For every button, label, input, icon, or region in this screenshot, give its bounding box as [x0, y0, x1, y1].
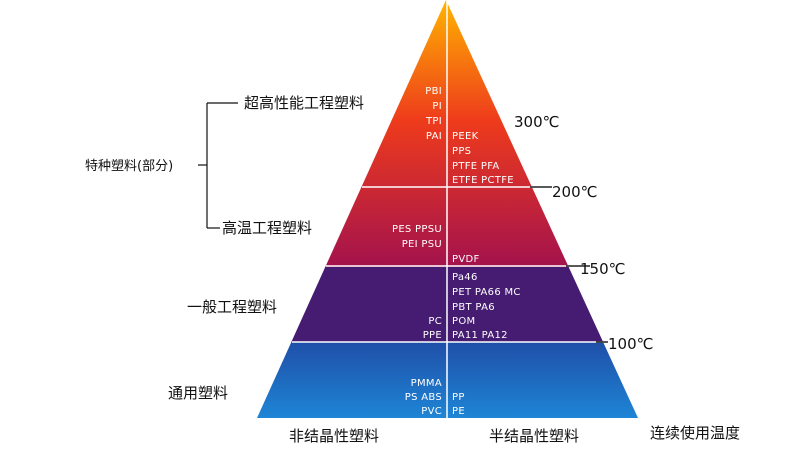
special-plastics-label: 特种塑料(部分): [85, 159, 173, 174]
tier-label-super: 超高性能工程塑料: [244, 94, 364, 112]
material-general-left-0: PC: [428, 316, 442, 327]
temp-label-200: 200℃: [552, 183, 597, 201]
material-hightemp-right-0: PVDF: [452, 254, 480, 265]
temp-label-300: 300℃: [514, 113, 559, 131]
material-common-right-1: PE: [452, 406, 465, 417]
axis-label-semicrystalline: 半结晶性塑料: [489, 427, 579, 445]
material-general-left-1: PPE: [423, 330, 442, 341]
material-super-right-1: PPS: [452, 146, 471, 157]
material-common-right-0: PP: [452, 392, 465, 403]
material-super-left-3: PAI: [426, 131, 442, 142]
material-super-left-1: PI: [432, 101, 442, 112]
material-super-left-0: PBI: [425, 86, 442, 97]
material-hightemp-left-0: PES PPSU: [392, 224, 442, 235]
material-general-right-0: Pa46: [452, 272, 478, 283]
material-general-right-1: PET PA66 MC: [452, 287, 521, 298]
temp-label-150: 150℃: [580, 260, 625, 278]
material-general-right-4: PA11 PA12: [452, 330, 508, 341]
pyramid: [257, 0, 638, 418]
material-super-right-2: PTFE PFA: [452, 161, 500, 172]
material-super-right-0: PEEK: [452, 131, 479, 142]
material-hightemp-left-1: PEI PSU: [402, 239, 442, 250]
axis-label-amorphous: 非结晶性塑料: [289, 427, 379, 445]
material-general-right-2: PBT PA6: [452, 302, 495, 313]
tier-label-general: 一般工程塑料: [187, 298, 277, 316]
tier-label-common: 通用塑料: [168, 384, 228, 402]
material-common-left-2: PVC: [421, 406, 442, 417]
material-common-left-0: PMMA: [411, 378, 442, 389]
material-general-right-3: POM: [452, 316, 475, 327]
axis-label-service-temp: 连续使用温度: [650, 424, 740, 442]
material-super-left-2: TPI: [425, 116, 442, 127]
pyramid-base-band: [257, 342, 638, 418]
temp-label-100: 100℃: [608, 335, 653, 353]
material-super-right-3: ETFE PCTFE: [452, 175, 514, 186]
tier-label-hightemp: 高温工程塑料: [222, 219, 312, 237]
special-plastics-bracket: [198, 102, 238, 229]
material-common-left-1: PS ABS: [405, 392, 442, 403]
